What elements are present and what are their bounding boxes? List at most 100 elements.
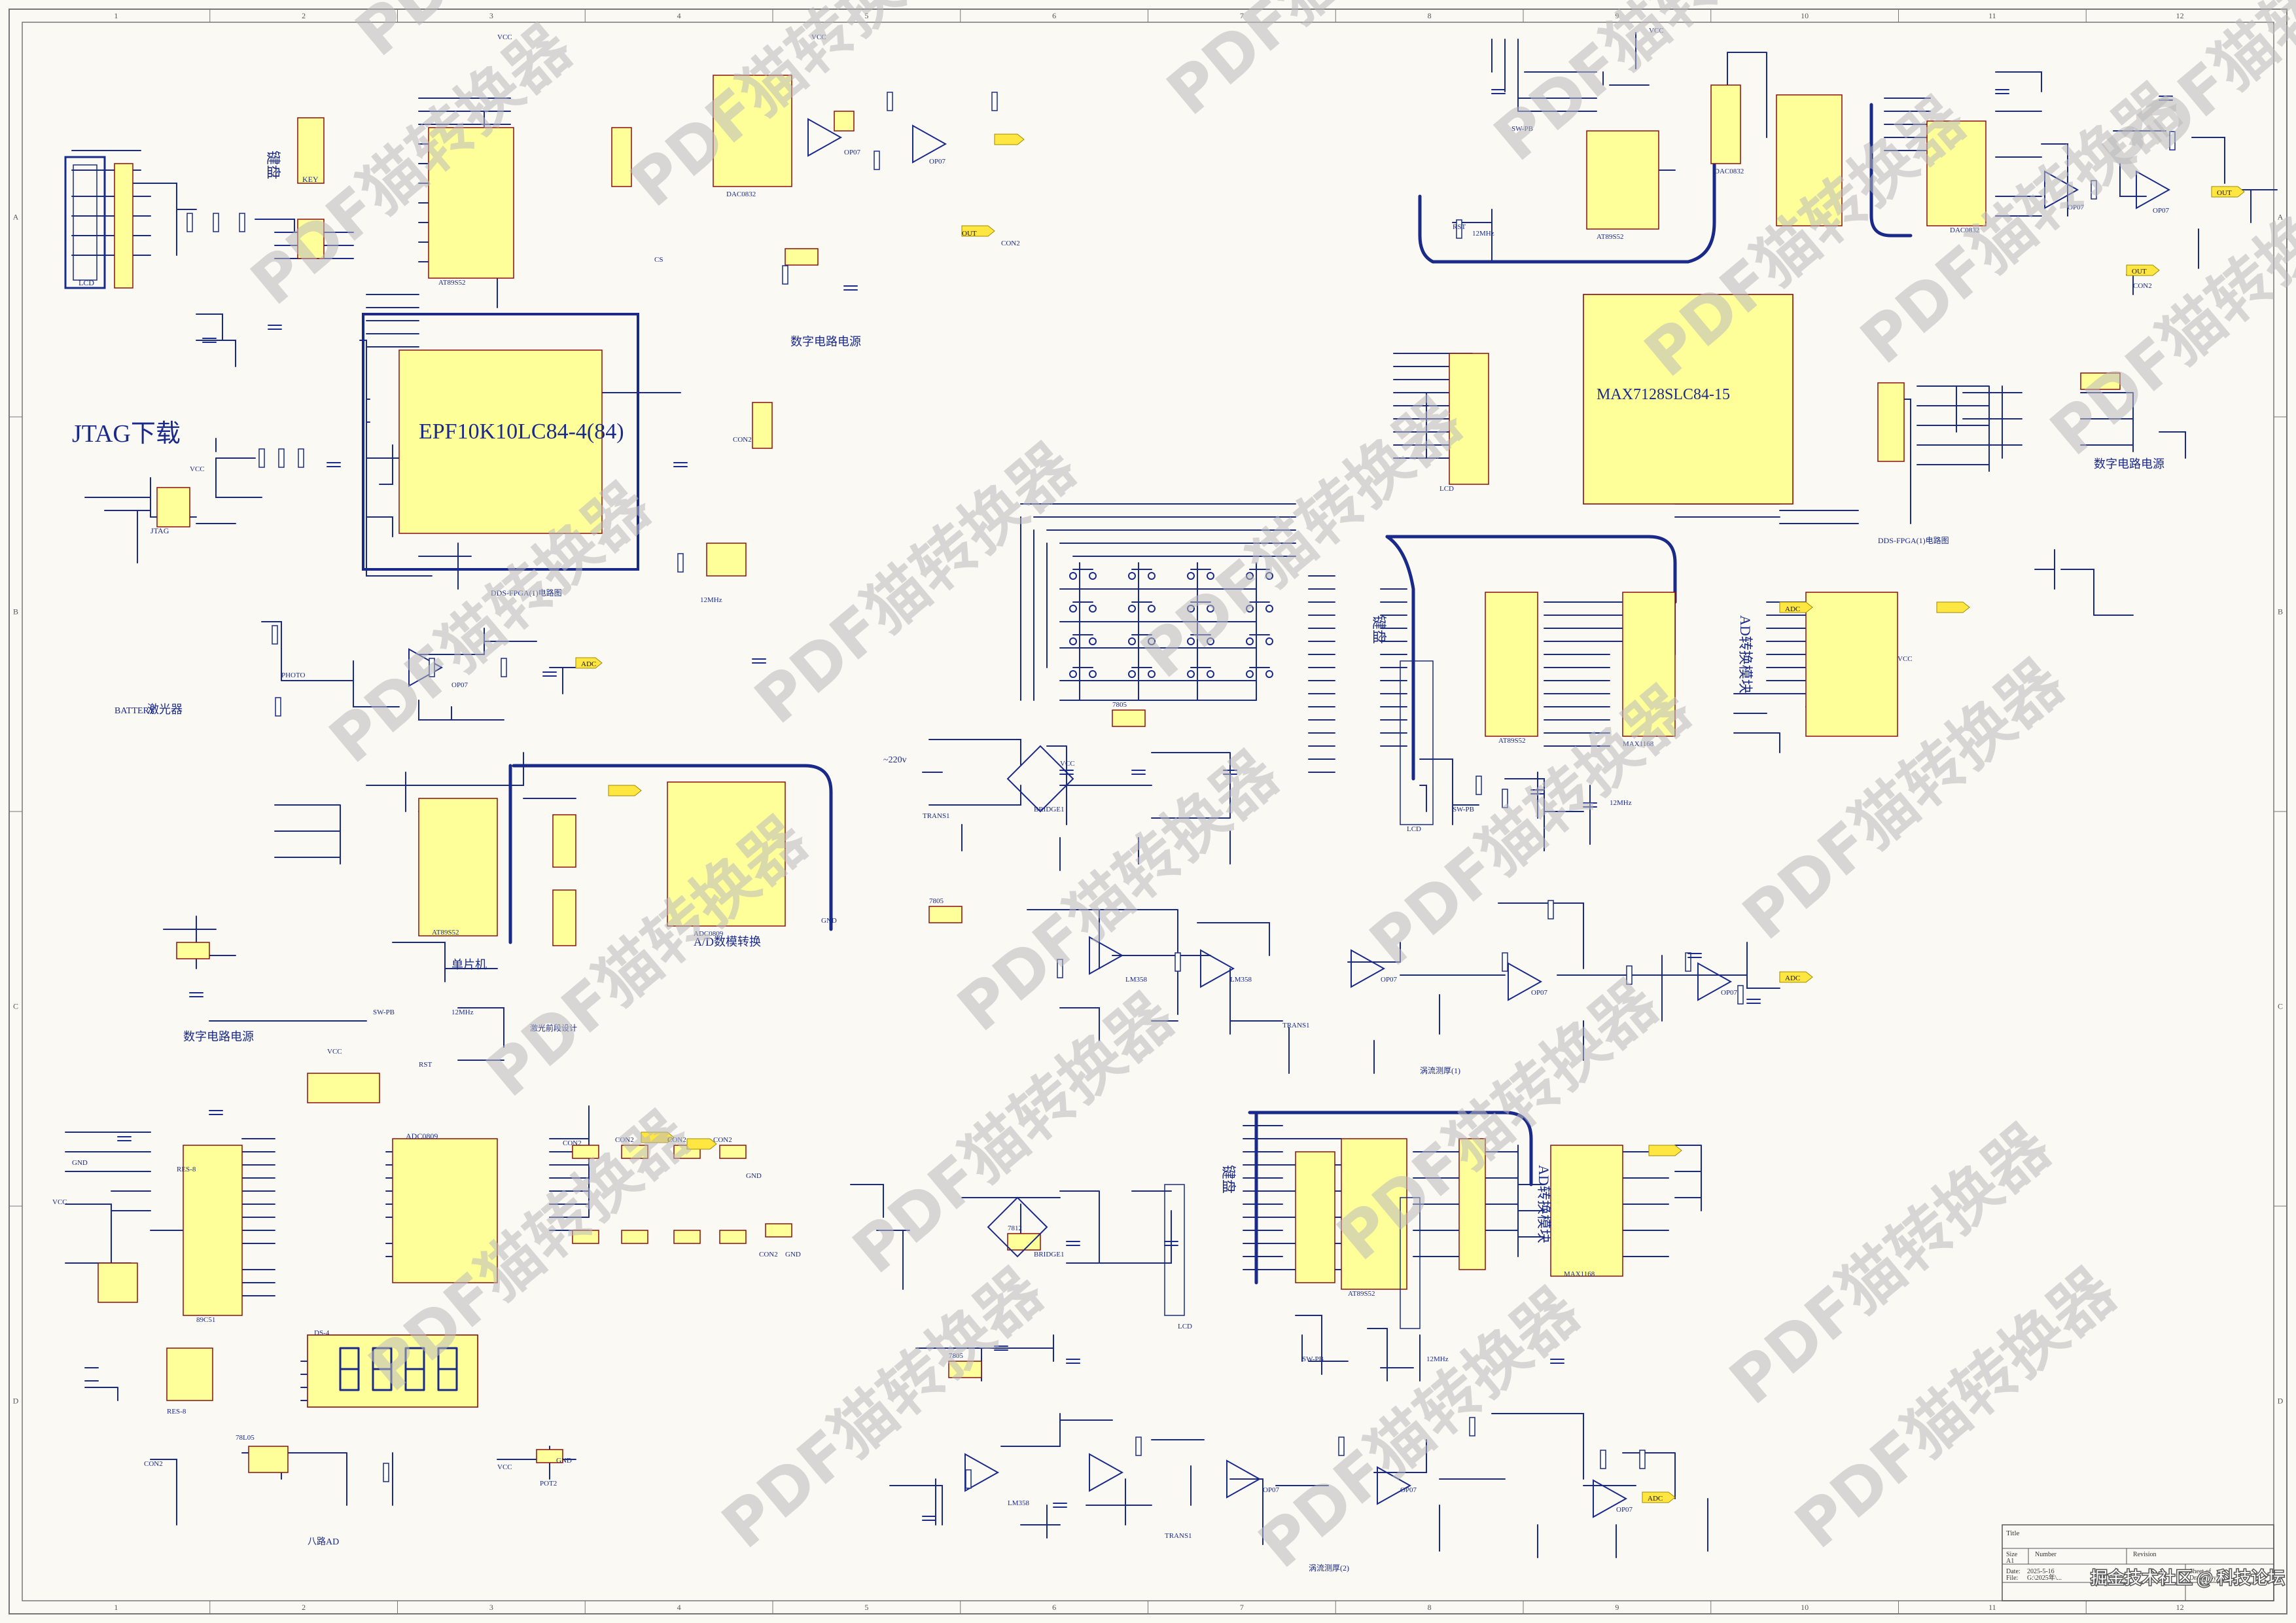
- eddy-caption-2: 涡流测厚(2): [1309, 1563, 1349, 1573]
- grid-col-label: 10: [1801, 11, 1809, 20]
- keypad-contact: [1089, 605, 1097, 613]
- switch-mcu-label: SW-PB: [373, 1008, 395, 1016]
- gnd-label-3: GND: [746, 1172, 762, 1180]
- keypad-contact: [1069, 670, 1077, 678]
- ad-module-low-label: AD转换模块: [1536, 1165, 1552, 1243]
- watermark-text: PDF猫转换器: [473, 802, 821, 1111]
- keypad-contact: [1148, 572, 1156, 580]
- resistor-symbol: [1057, 959, 1063, 978]
- resistor-symbol: [383, 1463, 389, 1482]
- adc0809-mid-label: ADC0809: [694, 930, 724, 938]
- keypad-contact: [1148, 637, 1156, 645]
- keypad-contact: [1128, 670, 1136, 678]
- res8-label: RES-8: [167, 1408, 186, 1416]
- fpga2-caption: DDS-FPGA(1)电路图: [1878, 535, 1949, 545]
- vcc-label-7: VCC: [52, 1198, 67, 1206]
- resistor-symbol: [186, 213, 193, 232]
- resistor-symbol: [1338, 1436, 1345, 1456]
- grid-row-label: C: [2278, 1002, 2283, 1011]
- file-value: G:\2025年\...: [2027, 1573, 2062, 1582]
- resistor-symbol: [2169, 131, 2176, 151]
- lcd-label: LCD: [79, 278, 94, 287]
- keypad-contact: [1069, 605, 1077, 613]
- grid-col-label: 12: [2176, 11, 2184, 20]
- dac-right-label: DAC0832: [1950, 226, 1979, 234]
- ic7805-mid-label: 7805: [1112, 701, 1127, 709]
- ic7812-label: 7812: [1008, 1224, 1022, 1232]
- keypad-contact: [1187, 637, 1195, 645]
- photo-label: PHOTO: [281, 671, 306, 679]
- resistor-symbol: [1174, 952, 1181, 972]
- keypad-contact: [1246, 670, 1254, 678]
- grid-col-label: 10: [1801, 1603, 1809, 1612]
- grid-row-label: B: [13, 607, 18, 616]
- rst-top-right-label: RST: [1453, 223, 1466, 231]
- eight-ad-caption: 八路AD: [308, 1537, 339, 1547]
- keypad-contact: [1265, 605, 1273, 613]
- keypad-contact: [1089, 572, 1097, 580]
- digital-supply-label-1: 数字电路电源: [790, 335, 861, 348]
- size-cell: Size: [2006, 1551, 2018, 1558]
- resistor-symbol: [275, 697, 281, 717]
- op-amp-symbol: [912, 124, 947, 164]
- footer-credit-text: 掘金技术社区 @ 科技论坛: [2091, 1569, 2285, 1588]
- seven-segment-display: [307, 1334, 478, 1408]
- bridge-low-label: BRIDGE1: [1034, 1251, 1064, 1258]
- resistor-symbol: [1135, 1436, 1142, 1456]
- crystal-top-right-label: 12MHz: [1472, 230, 1494, 238]
- lm358-mid-label: LM358: [1125, 976, 1148, 984]
- resistor-symbol: [501, 658, 507, 677]
- op-amp-symbol: [1593, 1479, 1628, 1518]
- adc-flag-low: ADC: [1648, 1495, 1663, 1503]
- vcc-label-6: VCC: [1898, 655, 1913, 663]
- bridge-rectifiers: [987, 745, 1074, 1258]
- grid-col-label: 11: [1988, 1603, 1996, 1612]
- grid-row-label: A: [13, 213, 19, 222]
- op-amp-symbol: [1200, 949, 1235, 988]
- at89-right-label: AT89S52: [1498, 737, 1526, 745]
- resistor-symbol: [1456, 219, 1462, 239]
- resistor-symbol: [213, 213, 219, 232]
- keypad-contact: [1128, 605, 1136, 613]
- op-amp-symbol: [1351, 949, 1386, 988]
- adc-flag-mid: ADC: [1785, 974, 1800, 982]
- op07-low-3: OP07: [1616, 1506, 1633, 1514]
- keypad-contact: [1069, 572, 1077, 580]
- crystal-mcu-label: 12MHz: [451, 1008, 474, 1016]
- pot-label: POT2: [540, 1480, 557, 1488]
- lm358-low-label: LM358: [1008, 1499, 1030, 1507]
- resistor-symbol: [1626, 965, 1633, 985]
- date-cell: Date:: [2006, 1568, 2021, 1575]
- net-flags: [575, 134, 2245, 1503]
- con-label-3: CON2: [667, 1136, 686, 1144]
- keypad-contact: [1207, 670, 1214, 678]
- mcu-caption: 单片机: [451, 958, 487, 971]
- keyboard-vertical-label: 键盘: [265, 151, 281, 179]
- con-label-2: CON2: [615, 1136, 634, 1144]
- op-amp-symbol: [408, 648, 444, 687]
- grid-col-label: 4: [677, 11, 681, 20]
- keyboard-low-label: 键盘: [1220, 1165, 1237, 1194]
- lm358-mid-label-2: LM358: [1230, 976, 1252, 984]
- grid-col-label: 7: [1240, 11, 1244, 20]
- at89-mcu-label: AT89S52: [432, 929, 459, 936]
- out-flag-top: OUT: [962, 230, 977, 238]
- op-amp-symbol: [2044, 170, 2079, 209]
- keypad-contact: [1265, 670, 1273, 678]
- op07-right-1: OP07: [2068, 204, 2085, 211]
- switch-top-right-label: SW-PB: [1511, 125, 1533, 133]
- grid-col-label: 6: [1052, 11, 1056, 20]
- title-block: Title Size A1 Number Revision Date: 2025…: [2002, 1524, 2274, 1601]
- grid-col-label: 2: [302, 11, 306, 20]
- watermark-text: PDF猫转换器: [741, 429, 1089, 738]
- seven-segment-digit: [437, 1347, 458, 1391]
- resistor-symbol: [677, 553, 684, 573]
- keypad-contact: [1187, 670, 1195, 678]
- seven-segment-digit: [372, 1347, 393, 1391]
- keypad-contact: [1187, 572, 1195, 580]
- vcc-label-9: VCC: [497, 1463, 512, 1471]
- circuit-body: EPF10K10LC84-4(84) MAX7128SLC84-15: [64, 32, 2278, 1558]
- grid-col-label: 6: [1052, 1603, 1056, 1612]
